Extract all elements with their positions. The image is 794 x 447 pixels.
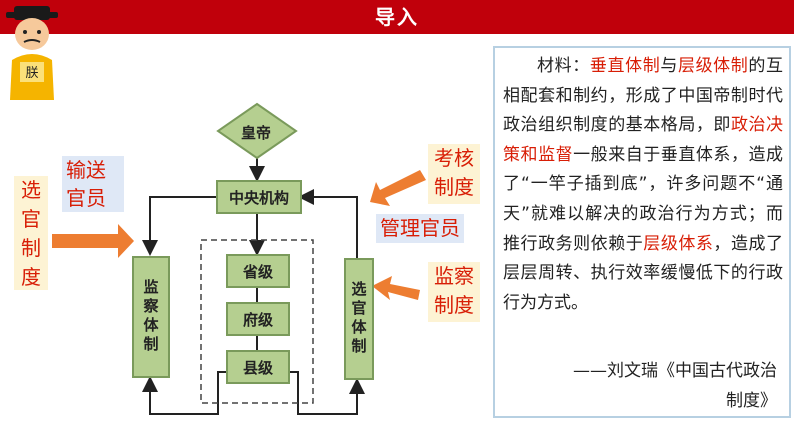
left-selection-label: 选官制度 [14, 176, 48, 290]
material-text-part: ，造成了层层周转、执行效率缓慢低下的行政行为方式。 [503, 233, 784, 313]
manage-officials-label: 管理官员 [376, 214, 464, 243]
citation-author: ——刘文瑞《中国古代政治 [573, 361, 777, 381]
prefecture-node: 府级 [226, 302, 290, 336]
emperor-badge: 朕 [25, 66, 38, 81]
central-institution-node: 中央机构 [216, 180, 302, 214]
term-decision-supervision: 政治决策和监督 [503, 115, 784, 165]
term-hierarchy-system: 层级体系 [643, 233, 714, 254]
supervision-label: 监察制度 [428, 262, 480, 322]
title-bar: 导入 [0, 0, 794, 34]
county-node: 县级 [226, 350, 290, 384]
material-text-part: 的互相配套和制约，形成了中国帝制时代政治组织制度的基本格局，即 [503, 56, 784, 136]
material-label: 材料： [537, 56, 590, 76]
emperor-cartoon: 朕 [6, 6, 58, 100]
page-title: 导入 [375, 5, 419, 29]
citation-book: 制度》 [726, 391, 777, 411]
selection-system-node: 选官体制 [344, 258, 374, 380]
material-text-part: 一般来自于垂直体系，造成了“一竿子插到底”，许多问题不“通天”就难以解决的政治行… [503, 144, 784, 254]
term-vertical: 垂直体制 [589, 56, 661, 76]
emperor-node: 皇帝 [241, 124, 272, 142]
province-node: 省级 [226, 254, 290, 288]
material-text-part: 与 [660, 56, 678, 76]
transport-officials-label: 输送官员 [62, 156, 124, 212]
material-text: 材料：垂直体制与层级体制的互相配套和制约，形成了中国帝制时代政治组织制度的基本格… [503, 52, 783, 318]
material-panel: 材料：垂直体制与层级体制的互相配套和制约，形成了中国帝制时代政治组织制度的基本格… [493, 46, 791, 418]
assessment-label: 考核制度 [428, 144, 480, 204]
supervision-system-node: 监察体制 [132, 256, 170, 378]
term-hierarchical: 层级体制 [677, 56, 749, 76]
